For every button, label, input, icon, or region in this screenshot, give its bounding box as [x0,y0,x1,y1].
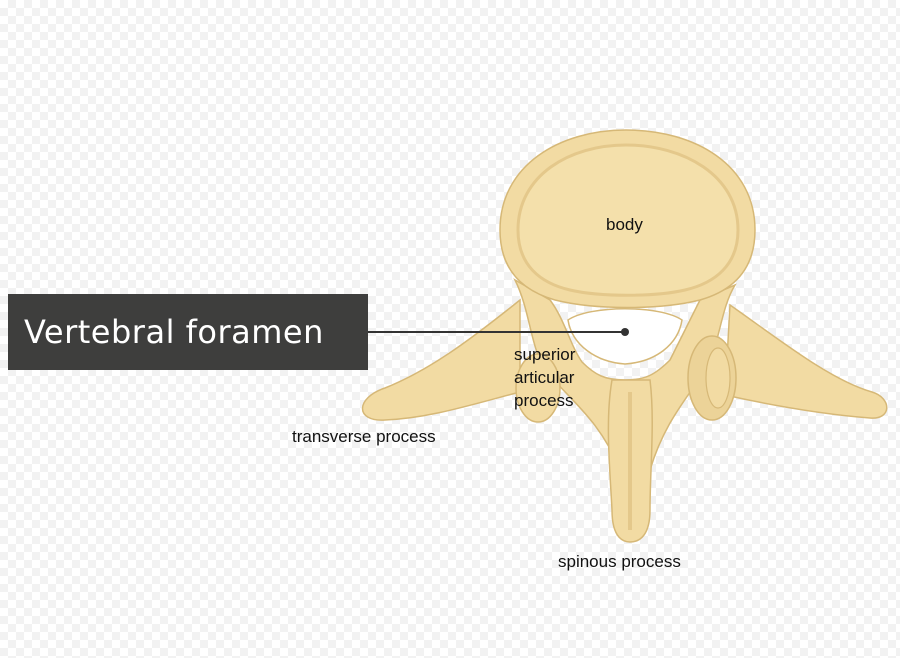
vertebral-foramen-callout: Vertebral foramen [8,294,368,370]
vertebral-foramen [567,308,683,365]
label-line-3: process [514,391,574,410]
superior-articular-process-left [515,353,561,423]
label-superior-articular-process: superior articular process [514,343,575,412]
label-spinous-process: spinous process [558,552,681,571]
label-body: body [606,215,643,234]
label-line-1: superior [514,345,576,364]
superior-articular-facet-right [705,347,731,409]
vertebral-body-inner [516,143,740,297]
transverse-process-right [724,303,888,419]
label-transverse-process: transverse process [292,427,436,446]
foramen-pointer-dot [621,328,629,336]
label-line-2: articular [514,368,575,387]
callout-title: Vertebral foramen [24,313,324,351]
transverse-process-left [361,298,521,421]
